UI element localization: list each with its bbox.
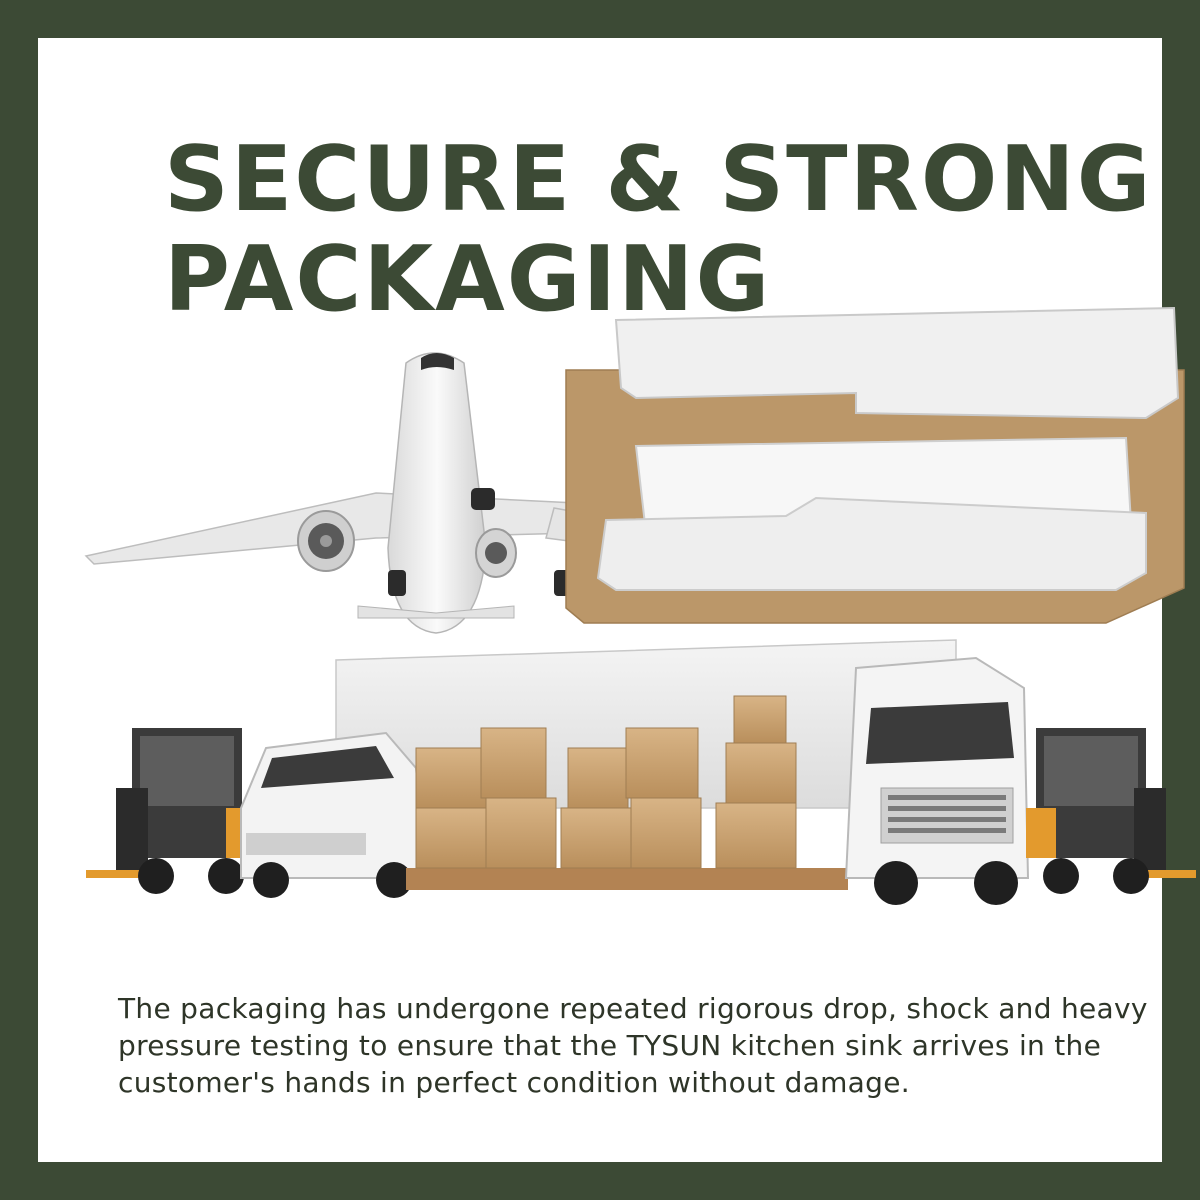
- forklift-icon: [86, 728, 256, 894]
- van-icon: [240, 731, 428, 898]
- headline-line-2: PACKAGING: [164, 227, 772, 332]
- headline: SECURE & STRONG PACKAGING: [164, 127, 1153, 332]
- truck-icon: [844, 656, 1030, 905]
- headline-line-1: SECURE & STRONG: [164, 127, 1153, 232]
- forklift-icon-right: [1026, 728, 1196, 894]
- logistics-illustration: [84, 306, 1196, 905]
- pallet-boxes-icon: [406, 695, 848, 890]
- foam-box-icon: [565, 306, 1185, 624]
- description-text: The packaging has undergone repeated rig…: [118, 992, 1148, 1099]
